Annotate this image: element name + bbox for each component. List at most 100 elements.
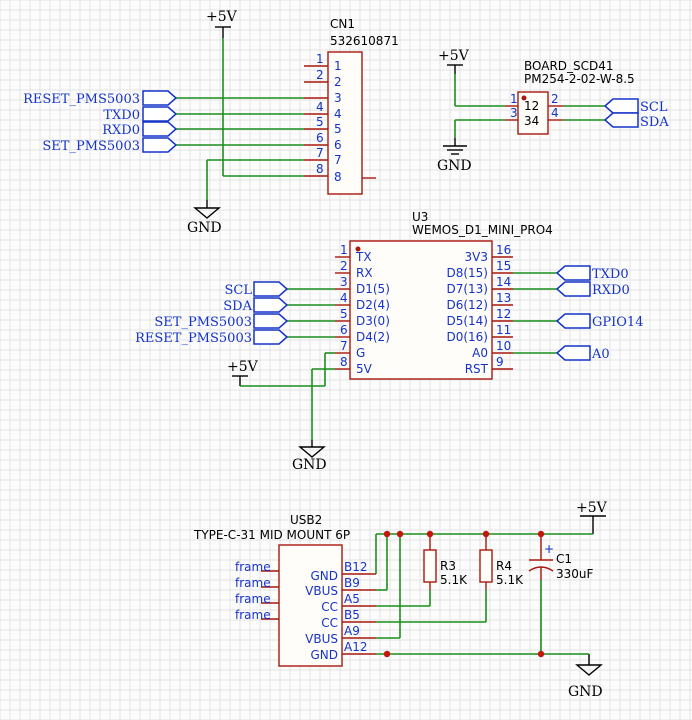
svg-text:VBUS: VBUS	[305, 584, 338, 598]
net-flag-rxd0	[142, 121, 178, 137]
svg-text:frame: frame	[235, 592, 271, 606]
svg-text:+5V: +5V	[576, 500, 608, 516]
net-flag-rxd0-u3	[555, 281, 591, 297]
svg-text:GND: GND	[310, 648, 338, 662]
svg-text:2: 2	[334, 75, 342, 89]
u3-value: WEMOS_D1_MINI_PRO4	[412, 223, 553, 237]
svg-text:RXD0: RXD0	[592, 283, 630, 298]
svg-text:D6(12): D6(12)	[446, 298, 488, 312]
gnd-symbol-u3: GND	[292, 440, 327, 473]
net-flag-a0	[555, 345, 591, 361]
svg-text:6: 6	[334, 138, 342, 152]
scd41-value: PM254-2-02-W-8.5	[524, 72, 635, 86]
svg-text:16: 16	[496, 243, 511, 257]
svg-text:14: 14	[496, 275, 511, 289]
svg-text:GND: GND	[437, 158, 472, 174]
u3-right-pin-names: 3V3 D8(15) D7(13) D6(12) D5(14) D0(16) A…	[446, 250, 488, 376]
svg-text:A5: A5	[344, 592, 360, 606]
cn1-connector[interactable]: CN1 532610871 1 2 4 5 6 7 8 1 2 3 4 5	[304, 17, 399, 195]
u3-pins-right	[492, 256, 513, 370]
cn1-wires	[176, 38, 304, 200]
svg-text:frame: frame	[235, 560, 271, 574]
svg-text:3: 3	[340, 275, 348, 289]
u3-body	[349, 240, 493, 380]
net-flag-sda-u3	[253, 297, 289, 313]
svg-text:7: 7	[316, 146, 324, 160]
svg-text:15: 15	[496, 259, 511, 273]
svg-text:D1(5): D1(5)	[356, 282, 390, 296]
usb2-wires	[375, 533, 593, 655]
svg-text:D4(2): D4(2)	[356, 330, 390, 344]
svg-text:7: 7	[334, 153, 342, 167]
svg-text:2: 2	[316, 68, 324, 82]
svg-text:+5V: +5V	[227, 359, 259, 375]
net-flag-scl-u3	[253, 281, 289, 297]
scd41-board[interactable]: BOARD_SCD41 PM254-2-02-W-8.5 1 3 2 4 12 …	[505, 59, 635, 135]
svg-text:3: 3	[510, 106, 518, 120]
svg-text:8: 8	[334, 170, 342, 184]
svg-text:CC: CC	[321, 616, 338, 630]
svg-text:RX: RX	[356, 266, 373, 280]
svg-text:8: 8	[340, 355, 348, 369]
u3-left-pin-numbers: 1 2 3 4 5 6 7 8	[340, 243, 348, 369]
svg-text:SCL: SCL	[640, 100, 668, 115]
svg-text:SDA: SDA	[640, 115, 669, 130]
svg-text:10: 10	[496, 339, 511, 353]
svg-text:2: 2	[340, 259, 348, 273]
svg-text:4: 4	[334, 107, 342, 121]
gnd-symbol-usb2: GND	[568, 654, 603, 700]
svg-text:7: 7	[340, 339, 348, 353]
vcc-symbol-usb2: +5V	[576, 500, 608, 534]
cn1-pin-numbers: 1 2 4 5 6 7 8 1 2 3 4 5 6 7 8	[316, 52, 342, 184]
junctions	[383, 530, 545, 658]
svg-text:12: 12	[496, 307, 511, 321]
svg-text:B12: B12	[344, 560, 368, 574]
u3-wemos-module[interactable]: U3 WEMOS_D1_MINI_PRO4 1 2 3	[335, 210, 553, 380]
svg-text:RESET_PMS5003: RESET_PMS5003	[135, 331, 252, 346]
svg-text:5: 5	[340, 307, 348, 321]
r3-value: 5.1K	[440, 573, 468, 587]
svg-text:A12: A12	[344, 640, 367, 654]
svg-text:4: 4	[340, 291, 348, 305]
svg-text:2: 2	[551, 92, 559, 106]
svg-text:GPIO14: GPIO14	[592, 315, 643, 330]
svg-text:SET_PMS5003: SET_PMS5003	[42, 139, 140, 154]
usb2-connector[interactable]: USB2 TYPE-C-31 MID MOUNT 6P frame frame …	[193, 513, 376, 667]
svg-text:TXD0: TXD0	[592, 267, 629, 282]
u3-left-net-flags: SCL SDA SET_PMS5003 RESET_PMS5003	[135, 281, 289, 346]
c1-value: 330uF	[556, 567, 594, 581]
cn1-body	[327, 51, 363, 195]
svg-text:1: 1	[316, 52, 324, 66]
svg-text:B9: B9	[344, 576, 360, 590]
svg-text:SDA: SDA	[223, 299, 252, 314]
svg-text:D7(13): D7(13)	[446, 282, 488, 296]
svg-text:D0(16): D0(16)	[446, 330, 488, 344]
net-flag-set-pms5003-u3	[253, 313, 289, 329]
svg-text:GND: GND	[310, 569, 338, 583]
svg-text:+5V: +5V	[438, 48, 470, 64]
capacitor-c1[interactable]: + C1 330uF	[528, 534, 594, 581]
u3-ref: U3	[412, 210, 428, 224]
svg-text:D2(4): D2(4)	[356, 298, 390, 312]
net-flag-txd0-u3	[555, 265, 591, 281]
svg-text:3: 3	[334, 91, 342, 105]
usb2-ref: USB2	[290, 513, 322, 527]
u3-right-net-flags: TXD0 RXD0 GPIO14 A0	[555, 265, 643, 362]
svg-text:A0: A0	[591, 347, 610, 362]
svg-text:GND: GND	[292, 457, 327, 473]
svg-text:+: +	[544, 542, 554, 556]
net-flag-set-pms5003	[142, 137, 178, 153]
resistor-r4[interactable]: R4 5.1K	[479, 534, 524, 590]
usb2-value: TYPE-C-31 MID MOUNT 6P	[193, 528, 350, 542]
svg-text:SCL: SCL	[225, 283, 253, 298]
scd41-net-flags: SCL SDA	[603, 98, 669, 130]
net-flag-reset-pms5003-u3	[253, 329, 289, 345]
net-flag-reset-pms5003	[142, 90, 178, 106]
u3-right-pin-numbers: 16 15 14 13 12 11 10 9	[496, 243, 511, 369]
vcc-symbol-scd41: +5V	[438, 48, 470, 74]
svg-text:RXD0: RXD0	[102, 123, 140, 138]
svg-text:RST: RST	[465, 362, 489, 376]
svg-text:13: 13	[496, 291, 511, 305]
r4-ref: R4	[496, 559, 512, 573]
